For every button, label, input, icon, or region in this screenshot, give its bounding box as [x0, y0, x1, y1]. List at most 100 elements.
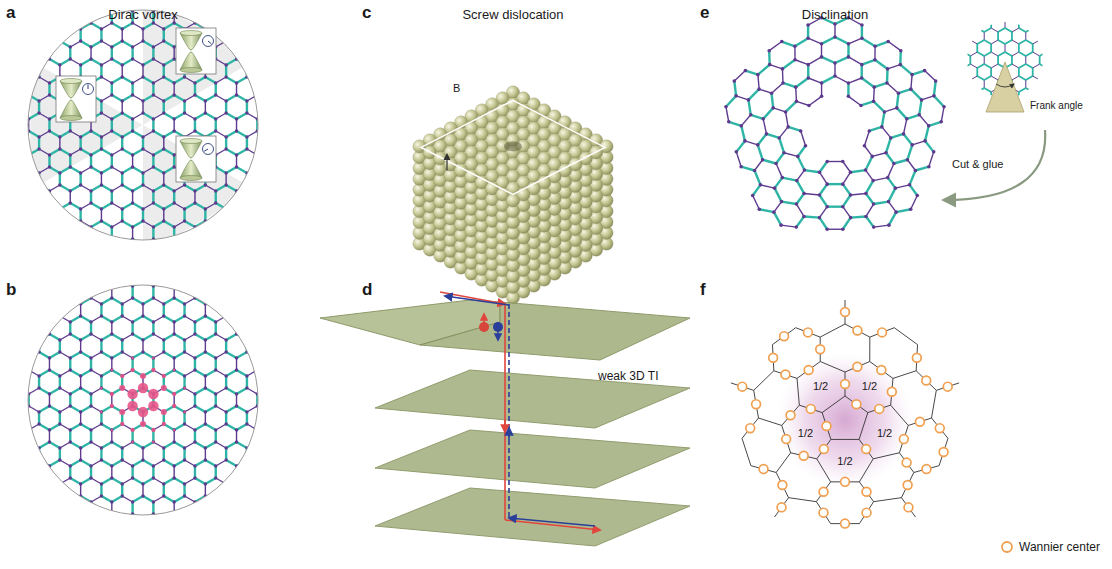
- site: [773, 186, 777, 190]
- bond: [256, 430, 258, 442]
- bond: [205, 412, 206, 424]
- bond: [194, 227, 195, 239]
- bond: [770, 65, 783, 69]
- bond: [60, 460, 70, 466]
- bond: [185, 203, 195, 209]
- bond: [81, 424, 91, 430]
- site: [932, 94, 936, 98]
- bond: [185, 334, 195, 340]
- site: [884, 151, 888, 155]
- site: [895, 106, 899, 110]
- bond: [745, 71, 757, 75]
- site: [100, 422, 103, 425]
- bond: [49, 167, 59, 173]
- site: [214, 476, 217, 479]
- bond: [798, 156, 805, 170]
- site: [162, 338, 165, 341]
- bond: [919, 100, 921, 115]
- site: [204, 458, 207, 461]
- site: [69, 153, 72, 156]
- bond: [889, 212, 896, 225]
- site: [121, 99, 124, 102]
- site: [48, 165, 51, 168]
- site: [807, 104, 811, 108]
- bound-state-weight: [110, 404, 114, 408]
- bond: [164, 334, 174, 340]
- site: [256, 368, 259, 371]
- bond: [185, 442, 195, 448]
- bond: [851, 193, 866, 195]
- site: [183, 183, 186, 186]
- site: [806, 63, 810, 67]
- site: [172, 332, 175, 335]
- site: [141, 446, 144, 449]
- inset-box: [56, 76, 96, 122]
- domain-sector: [30, 60, 143, 190]
- site: [172, 57, 175, 60]
- site: [162, 482, 165, 485]
- bond: [133, 95, 143, 101]
- site: [825, 160, 829, 164]
- bond: [205, 388, 215, 394]
- bond: [766, 134, 779, 138]
- site: [214, 464, 217, 467]
- site: [100, 458, 103, 461]
- site: [183, 422, 186, 425]
- site: [58, 171, 61, 174]
- site: [833, 35, 837, 39]
- bound-state-weight: [161, 409, 167, 415]
- bond: [80, 412, 81, 424]
- bond: [911, 75, 912, 89]
- site: [152, 368, 155, 371]
- bond: [59, 376, 61, 388]
- bond: [121, 173, 123, 185]
- bond: [796, 101, 809, 105]
- site: [224, 374, 227, 377]
- site: [224, 482, 227, 485]
- site: [121, 207, 124, 210]
- bond: [772, 93, 774, 108]
- bond: [869, 127, 882, 131]
- site: [757, 87, 761, 91]
- site: [727, 120, 731, 124]
- site: [100, 39, 103, 42]
- site: [141, 482, 144, 485]
- bond: [164, 280, 174, 286]
- bond: [48, 119, 50, 131]
- bond: [195, 496, 205, 502]
- site: [802, 192, 806, 196]
- bond: [748, 100, 750, 115]
- site: [224, 350, 227, 353]
- site: [172, 476, 175, 479]
- site: [141, 314, 144, 317]
- bond: [70, 388, 80, 394]
- bond: [81, 59, 91, 65]
- bond: [164, 23, 174, 29]
- site: [48, 392, 51, 395]
- bond: [786, 112, 789, 127]
- site: [162, 374, 165, 377]
- bond: [152, 47, 154, 59]
- site: [172, 320, 175, 323]
- site: [224, 171, 227, 174]
- bond: [17, 101, 19, 113]
- site: [235, 392, 238, 395]
- domain-sector: [143, 125, 256, 255]
- bond: [91, 203, 101, 209]
- bond: [164, 203, 174, 209]
- bond: [216, 59, 226, 65]
- site: [256, 428, 259, 431]
- bond: [152, 155, 154, 167]
- site: [69, 404, 72, 407]
- bond: [226, 113, 236, 119]
- bond: [122, 95, 132, 101]
- site: [121, 135, 124, 138]
- bond: [164, 185, 174, 191]
- site: [110, 129, 113, 132]
- site: [131, 428, 134, 431]
- bond: [226, 406, 236, 412]
- bond: [101, 167, 111, 173]
- site: [214, 368, 217, 371]
- site: [224, 39, 227, 42]
- bond: [60, 406, 70, 412]
